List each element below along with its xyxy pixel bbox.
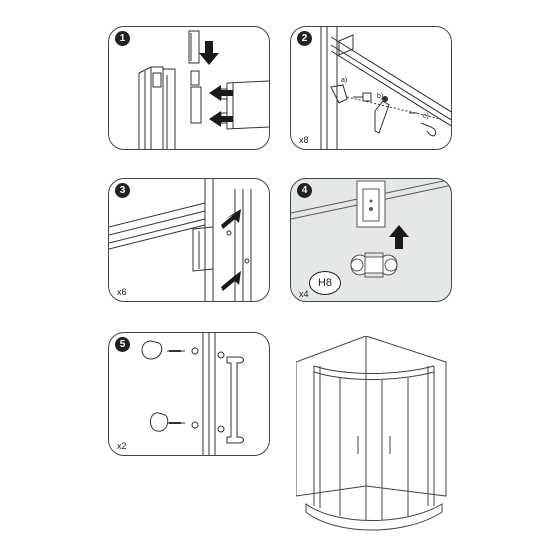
step-4-badge: 4 <box>297 183 312 198</box>
step-5-panel: 5 x2 <box>108 332 270 456</box>
step-1-illustration <box>138 30 269 149</box>
callout-a: a) <box>341 77 348 84</box>
step-3-illustration <box>109 179 252 301</box>
callout-c: c) <box>423 113 429 120</box>
step-5-badge: 5 <box>115 337 130 352</box>
up-right-arrow-icon <box>221 209 241 229</box>
step-4-quantity: x4 <box>299 289 309 299</box>
step-2-illustration <box>320 27 451 149</box>
step-2-badge: 2 <box>297 31 312 46</box>
up-arrow-icon <box>389 225 409 249</box>
step-3-panel: 3 x6 <box>108 178 270 302</box>
right-arrow-icon <box>209 111 233 127</box>
callout-b: b) <box>377 93 384 100</box>
step-4-panel: 4 H8 x4 <box>290 178 452 302</box>
step-4-illustration <box>291 179 451 278</box>
down-arrow-icon <box>199 41 219 65</box>
step-3-badge: 3 <box>115 183 130 198</box>
final-illustration <box>295 335 447 531</box>
up-right-arrow-icon <box>221 271 241 291</box>
part-code-label: H8 <box>309 271 341 295</box>
step-2-panel: 2 a) b) c) x8 <box>290 26 452 150</box>
right-arrow-icon <box>209 85 233 101</box>
step-3-quantity: x6 <box>117 287 127 297</box>
assembled-shower-enclosure <box>295 335 452 536</box>
step-5-quantity: x2 <box>117 441 127 451</box>
step-1-panel: 1 <box>108 26 270 150</box>
step-2-quantity: x8 <box>299 135 309 145</box>
step-1-badge: 1 <box>115 31 130 46</box>
step-5-illustration <box>141 333 244 455</box>
